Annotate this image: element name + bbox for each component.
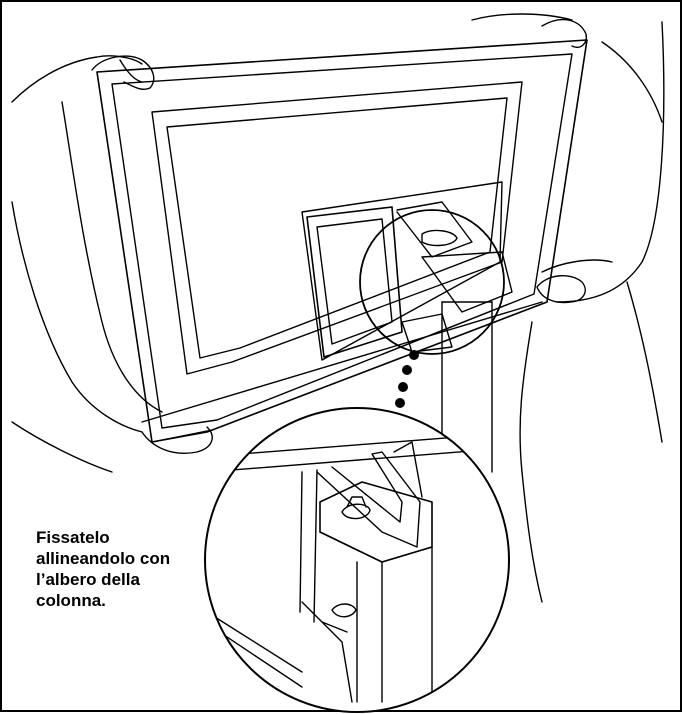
caption-line-2: allineandolo con [36, 549, 171, 568]
display-panel [96, 39, 588, 473]
left-person [11, 55, 213, 473]
caption-line-4: colonna. [36, 591, 106, 610]
detail-highlight-circle [359, 209, 505, 355]
right-side-hand [536, 275, 586, 304]
right-top-hand [541, 18, 587, 48]
caption-line-1: Fissatelo [36, 528, 110, 547]
instruction-caption: Fissatelo allineandolo con l’albero dell… [36, 527, 216, 611]
right-person [471, 13, 665, 603]
connector-dots [395, 350, 419, 408]
left-top-hand [91, 55, 155, 91]
caption-line-3: l’albero della [36, 570, 140, 589]
zoom-detail [204, 407, 510, 713]
